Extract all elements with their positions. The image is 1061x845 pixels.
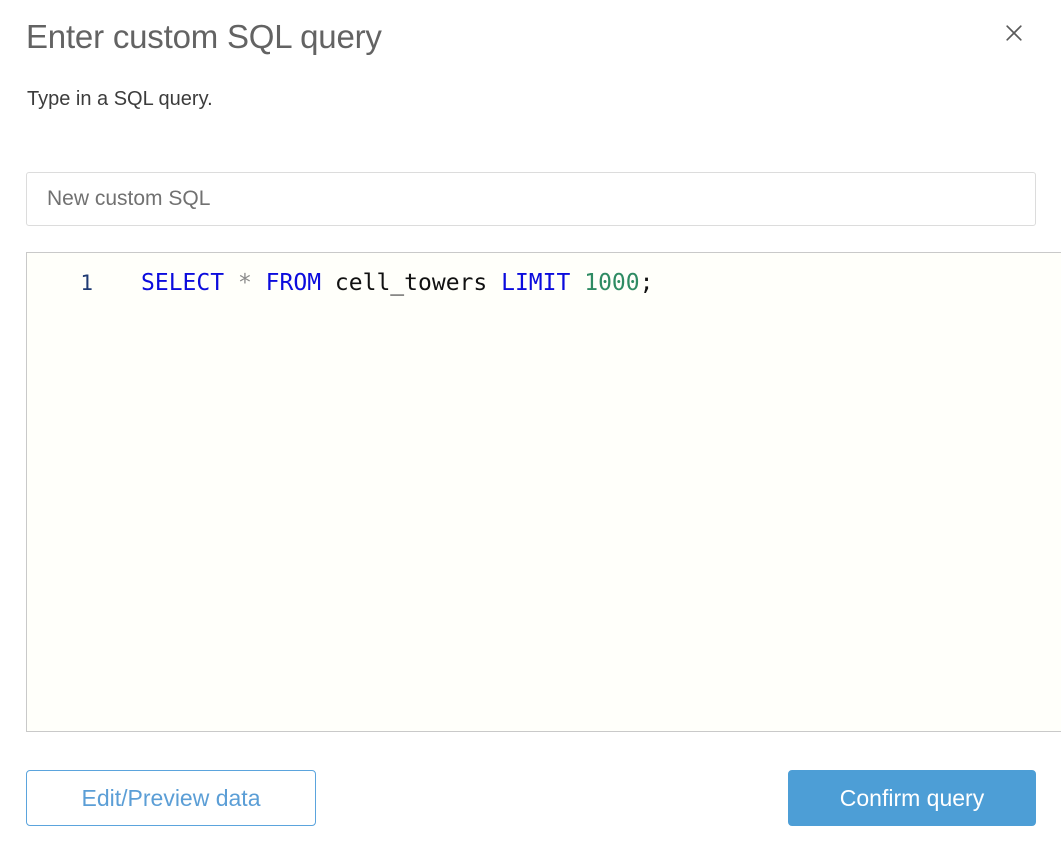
code-token-identifier: cell_towers bbox=[334, 270, 488, 296]
code-token-number: 1000 bbox=[584, 270, 640, 296]
code-line: 1 SELECT * FROM cell_towers LIMIT 1000; bbox=[27, 265, 1061, 301]
code-token-operator: * bbox=[237, 270, 252, 296]
code-token-keyword: FROM bbox=[265, 270, 322, 296]
code-token-plain bbox=[321, 270, 335, 296]
code-token-keyword: LIMIT bbox=[501, 270, 571, 296]
code-token-plain bbox=[252, 270, 266, 296]
code-text[interactable]: SELECT * FROM cell_towers LIMIT 1000; bbox=[93, 265, 653, 301]
code-token-plain bbox=[224, 270, 238, 296]
dialog-subtitle: Type in a SQL query. bbox=[27, 88, 213, 110]
confirm-query-button[interactable]: Confirm query bbox=[788, 770, 1036, 826]
line-number: 1 bbox=[80, 271, 93, 295]
page-title: Enter custom SQL query bbox=[26, 18, 382, 55]
code-token-plain bbox=[570, 270, 584, 296]
close-icon bbox=[1004, 23, 1024, 43]
close-button[interactable] bbox=[997, 16, 1031, 50]
query-name-input[interactable] bbox=[26, 172, 1036, 226]
sql-editor[interactable]: 1 SELECT * FROM cell_towers LIMIT 1000; bbox=[26, 252, 1061, 732]
code-token-punctuation: ; bbox=[639, 270, 654, 296]
code-token-plain bbox=[487, 270, 501, 296]
code-token-keyword: SELECT bbox=[141, 270, 225, 296]
edit-preview-data-button[interactable]: Edit/Preview data bbox=[26, 770, 316, 826]
